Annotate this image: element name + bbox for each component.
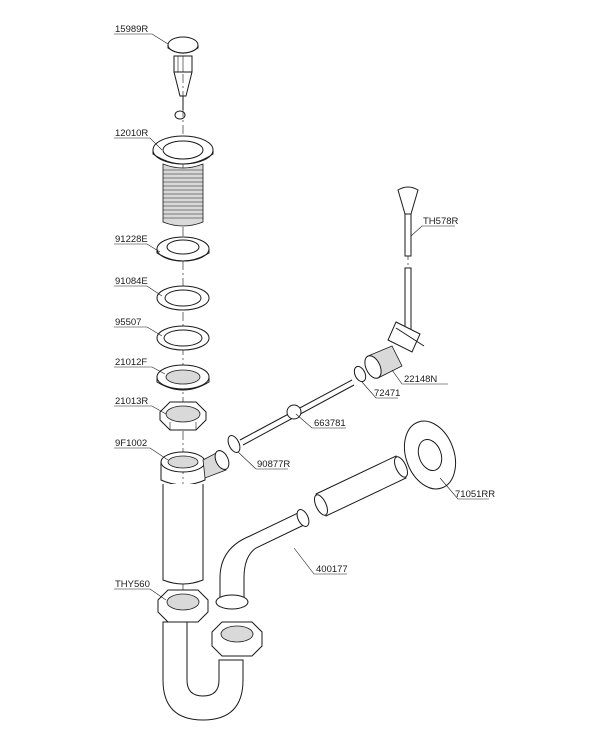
part-label: 71051RR — [455, 489, 495, 500]
part-label: 21012F — [115, 357, 147, 368]
part-label: 15989R — [115, 24, 148, 35]
part-label: 95507 — [115, 317, 141, 328]
lock-nut-21013R — [159, 401, 207, 431]
gasket-91228E — [156, 236, 210, 262]
lift-rod-TH578R — [397, 186, 419, 331]
part-label: 400177 — [316, 564, 348, 575]
trap-nut-THY560 — [157, 589, 209, 623]
tailpiece-9F1002 — [160, 450, 230, 585]
part-label: 90877R — [257, 459, 290, 470]
part-label: THY560 — [115, 579, 150, 590]
part-label: 663781 — [314, 418, 346, 429]
pivot-ball-90877R — [227, 435, 241, 453]
gasket-91084E — [156, 285, 210, 311]
part-label: 12010R — [115, 128, 148, 139]
clevis-strap — [387, 321, 425, 353]
stopper-15989R — [167, 36, 199, 120]
drain-body-12010R — [152, 135, 214, 227]
pivot-nut-22148N — [364, 345, 403, 379]
j-bend-trap — [162, 621, 263, 721]
washer-72471 — [353, 365, 367, 383]
trap-arm-400177 — [215, 455, 408, 610]
part-label: 9F1002 — [115, 438, 147, 449]
part-label: 21013R — [115, 396, 148, 407]
part-label: 72471 — [374, 388, 400, 399]
escutcheon-71051RR — [403, 420, 457, 490]
gasket-95507 — [156, 325, 210, 351]
pivot-rod-663781 — [239, 379, 355, 446]
part-label: 22148N — [404, 374, 437, 385]
part-label: 91228E — [115, 234, 148, 245]
part-labels: 15989R 12010R 91228E 91084E 95507 21012F… — [115, 24, 495, 590]
part-label: TH578R — [423, 216, 459, 227]
leader-lines — [114, 33, 489, 601]
slip-nut-21012F — [156, 364, 210, 391]
part-label: 91084E — [115, 276, 148, 287]
